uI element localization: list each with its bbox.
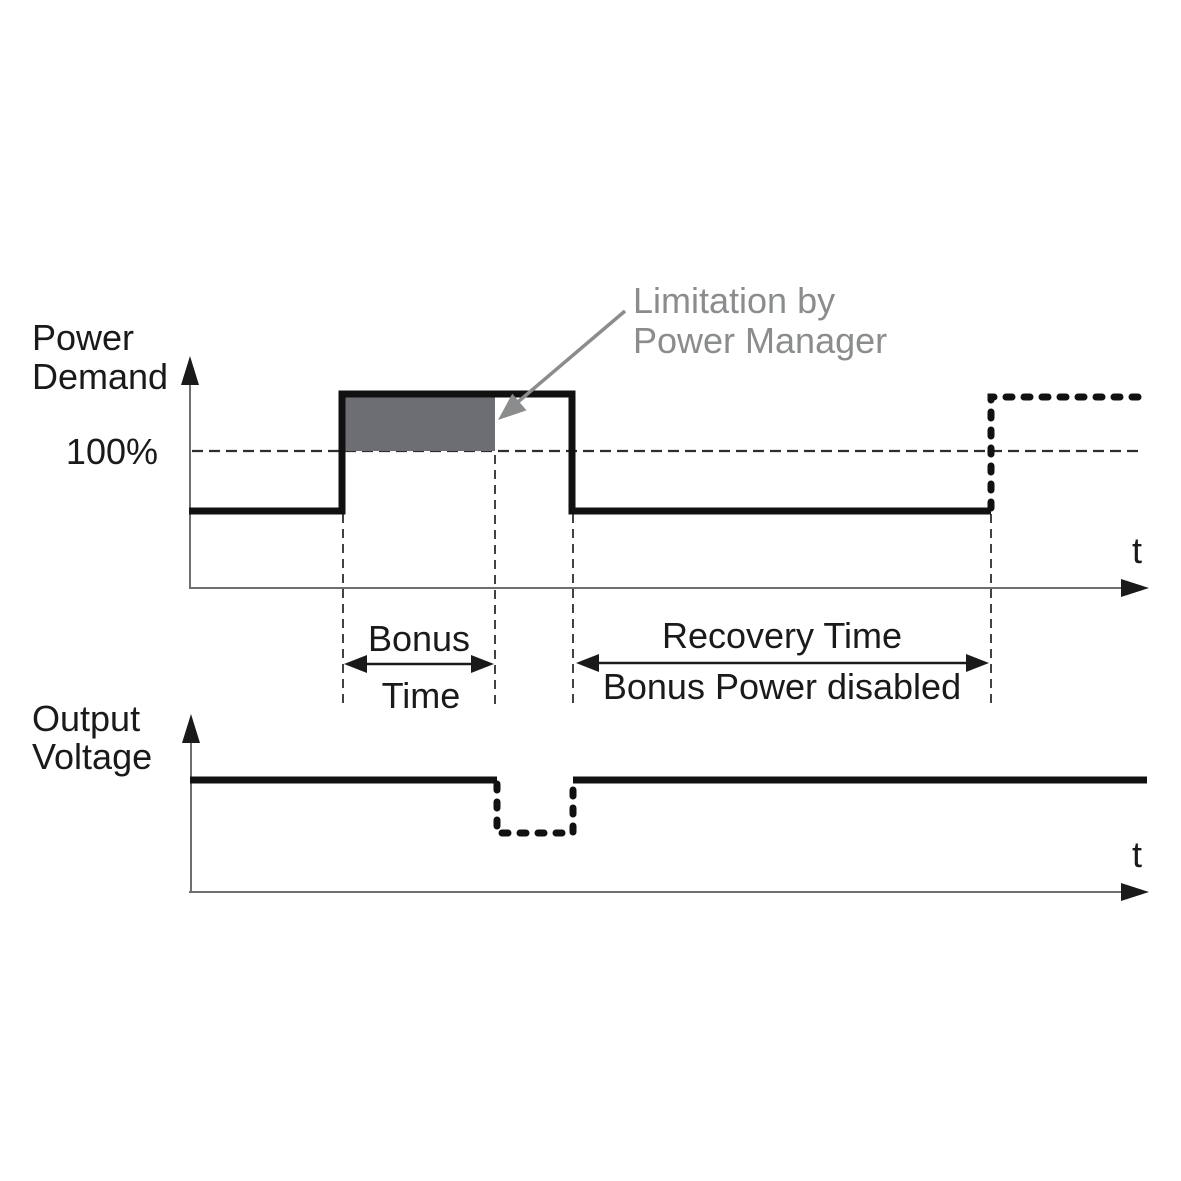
output-voltage-axis-label-line1: Output (32, 698, 140, 739)
power-demand-axis-label-line1: Power (32, 317, 134, 358)
annotation-arrow-line (510, 309, 627, 409)
annotation-limitation-line2: Power Manager (633, 320, 887, 361)
recovery-arrowhead-left-icon (576, 654, 599, 672)
annotation-arrowhead-icon (498, 393, 527, 420)
power-demand-axis-label-line2: Demand (32, 356, 168, 397)
bonus-arrowhead-right-icon (471, 655, 494, 673)
power-demand-time-axis-label: t (1132, 530, 1142, 571)
power-demand-waveform-dotted-future (987, 393, 1150, 512)
recovery-time-marker: Recovery Time Bonus Power disabled (576, 615, 989, 707)
output-voltage-dip-dotted (493, 780, 577, 837)
output-voltage-axis-label-line2: Voltage (32, 736, 152, 777)
power-demand-time-axis-arrowhead-icon (1121, 579, 1149, 597)
bonus-time-marker: Bonus Time (344, 618, 494, 716)
bonus-arrowhead-left-icon (344, 655, 367, 673)
bonus-time-label-line2: Time (382, 675, 461, 716)
power-demand-waveform (189, 390, 991, 515)
output-voltage-chart: Output Voltage t (32, 698, 1149, 901)
limitation-shaded-area (345, 397, 495, 451)
output-voltage-time-axis-arrowhead-icon (1121, 883, 1149, 901)
bonus-power-disabled-label: Bonus Power disabled (603, 666, 961, 707)
ref-100-percent-label: 100% (66, 431, 158, 472)
recovery-arrowhead-right-icon (966, 654, 989, 672)
recovery-time-label: Recovery Time (662, 615, 902, 656)
output-voltage-time-axis-label: t (1132, 834, 1142, 875)
power-demand-chart: Power Demand t 100% Limitation by Power … (32, 280, 1150, 716)
annotation-limitation-line1: Limitation by (633, 280, 835, 321)
bonus-time-label-line1: Bonus (368, 618, 470, 659)
output-voltage-y-axis-arrowhead-icon (182, 714, 200, 743)
power-demand-y-axis-arrowhead-icon (181, 356, 199, 385)
